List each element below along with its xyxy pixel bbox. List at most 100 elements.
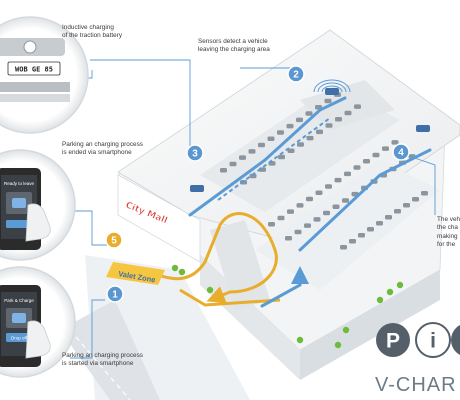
svg-text:Drop off: Drop off xyxy=(11,336,28,341)
svg-text:3: 3 xyxy=(192,149,198,160)
leaving-car xyxy=(325,88,339,95)
step-badge-3: 3 xyxy=(186,144,204,162)
caption-line: Parking an charging process xyxy=(62,141,143,148)
tree xyxy=(376,296,384,304)
svg-text:2: 2 xyxy=(293,70,299,81)
step-badge-1: 1 xyxy=(106,285,124,303)
step-badge-4: 4 xyxy=(392,143,410,161)
svg-text:P: P xyxy=(386,330,400,353)
parked-car xyxy=(344,171,351,177)
svg-text:4: 4 xyxy=(398,148,404,159)
parked-car xyxy=(349,239,356,244)
caption-line: Inductive charging xyxy=(62,24,114,31)
parked-car xyxy=(248,149,256,154)
parked-car xyxy=(376,221,383,226)
parked-car xyxy=(315,190,323,195)
svg-text:1: 1 xyxy=(112,290,118,301)
parked-car xyxy=(403,203,410,208)
parked-car xyxy=(323,210,330,216)
parked-car xyxy=(394,209,401,214)
parked-car xyxy=(249,173,257,179)
parked-car xyxy=(277,130,284,135)
parked-car xyxy=(382,146,389,151)
parked-car xyxy=(335,117,342,122)
route-paths xyxy=(148,96,432,308)
parked-car xyxy=(268,222,275,227)
caption-line: Sensors detect a vehicle xyxy=(198,38,268,45)
step-badge-2: 2 xyxy=(287,65,305,83)
phone-start-lens: Park & Charge Drop off xyxy=(0,266,76,378)
license-plate xyxy=(7,61,61,76)
street xyxy=(60,255,250,400)
charging-car-top xyxy=(416,125,430,132)
parked-car xyxy=(316,129,323,135)
svg-text:Park & Charge: Park & Charge xyxy=(4,298,34,303)
caption-sensors: Sensors detect a vehicle leaving the cha… xyxy=(198,38,270,55)
parked-car xyxy=(332,204,340,209)
parked-car xyxy=(296,203,304,208)
caption-line: for the xyxy=(437,241,456,249)
caption-process-ended: Parking an charging process is ended via… xyxy=(62,141,143,158)
parked-car xyxy=(220,168,227,173)
parked-car xyxy=(296,117,303,123)
parked-car xyxy=(358,233,365,238)
caption-line: leaving the charging area xyxy=(198,46,270,54)
tree xyxy=(206,286,214,294)
parked-car xyxy=(325,184,332,189)
parked-car xyxy=(239,155,246,160)
inductive-charging-lens: WOB GE 85 xyxy=(0,16,89,134)
parked-car xyxy=(287,209,294,214)
svg-text:WOB GE 85: WOB GE 85 xyxy=(15,66,53,74)
parked-car xyxy=(325,123,333,128)
svg-text:i: i xyxy=(430,330,436,353)
parked-car xyxy=(313,217,321,222)
parked-car xyxy=(306,196,313,202)
parked-car xyxy=(259,167,266,172)
charging-car-deck xyxy=(190,185,204,192)
tree xyxy=(396,281,404,289)
parked-car xyxy=(353,165,361,170)
tree xyxy=(178,268,186,276)
parked-car xyxy=(421,191,428,196)
hand-icon xyxy=(25,320,51,359)
svg-text:Ready to leave: Ready to leave xyxy=(4,181,35,186)
svg-text:5: 5 xyxy=(111,236,117,247)
brand-title: V-CHAR xyxy=(375,374,457,396)
tree xyxy=(334,341,342,349)
parked-car xyxy=(278,154,285,160)
phone-end-lens: Ready to leave xyxy=(0,149,76,261)
caption-line: Parking an charging process xyxy=(62,352,143,359)
parked-car xyxy=(294,229,302,235)
parked-car xyxy=(324,98,332,104)
tree xyxy=(386,288,394,296)
caption-line: the cha xyxy=(437,224,458,232)
parked-car xyxy=(363,159,370,164)
parked-car xyxy=(372,152,380,158)
caption-process-started: Parking an charging process is started v… xyxy=(62,352,143,369)
tree xyxy=(296,336,304,344)
parked-car xyxy=(344,110,352,116)
parked-car xyxy=(306,135,314,141)
parked-car xyxy=(305,111,313,116)
parked-car xyxy=(340,245,347,250)
parked-car xyxy=(391,140,399,145)
caption-line: is ended via smartphone xyxy=(62,149,132,157)
caption-line: The veh xyxy=(437,216,460,223)
parked-car xyxy=(304,223,311,228)
parked-car xyxy=(277,215,285,221)
step-badge-5: 5 xyxy=(105,231,123,249)
parked-car xyxy=(286,123,294,129)
parked-car xyxy=(267,136,275,141)
sensor-waves xyxy=(313,79,351,93)
parked-car xyxy=(297,142,304,147)
parked-car xyxy=(367,227,374,232)
parked-car xyxy=(385,215,392,220)
parked-car xyxy=(334,177,342,183)
parked-car xyxy=(412,197,419,202)
trees xyxy=(171,264,404,349)
caption-inductive-charging: Inductive charging of the traction batte… xyxy=(62,24,122,41)
caption-line: making xyxy=(437,232,458,240)
hand-icon xyxy=(25,203,51,242)
parked-car xyxy=(342,198,349,203)
